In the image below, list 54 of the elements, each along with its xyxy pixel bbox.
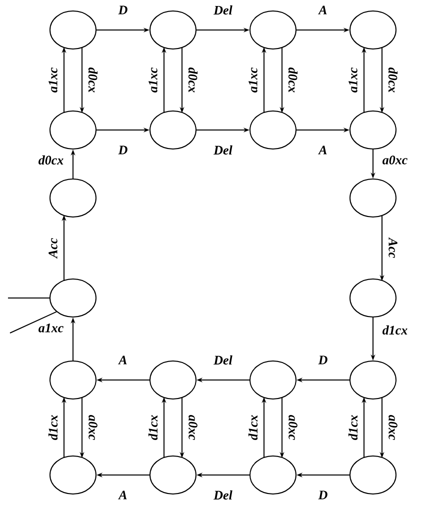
state-ellipse xyxy=(50,360,96,400)
edge-label: A xyxy=(318,6,327,14)
state-ellipse xyxy=(350,10,396,50)
state-ellipse xyxy=(250,360,296,400)
edge-label: a0xc xyxy=(288,415,298,440)
state-ellipse xyxy=(350,360,396,400)
edge-label: d0cx xyxy=(38,155,64,165)
edge-label: a1xc xyxy=(48,68,58,92)
edge-label: Acc xyxy=(48,238,58,259)
edge-label: a0xc xyxy=(88,415,98,440)
edge-label: d1cx xyxy=(48,415,58,440)
edge-label: Acc xyxy=(388,237,398,258)
edge-label: Del xyxy=(214,145,232,155)
edge-label: a0xc xyxy=(382,156,408,164)
edge-label: d1cx xyxy=(348,415,358,440)
edge-label: a1xc xyxy=(248,68,258,92)
edge-label: d1cx xyxy=(382,325,408,335)
state-ellipse xyxy=(150,10,196,50)
state-ellipse xyxy=(50,278,96,318)
edge-label: D xyxy=(118,146,128,154)
edge-label: a0xc xyxy=(388,415,398,440)
edge-label: D xyxy=(118,6,128,14)
edge-label: d0cx xyxy=(88,68,98,92)
state-ellipse xyxy=(250,456,296,494)
edge-label: a1xc xyxy=(38,324,64,332)
edge-label: D xyxy=(318,356,328,364)
edge-label: A xyxy=(118,356,127,364)
state-ellipse xyxy=(250,110,296,150)
state-ellipse xyxy=(350,110,396,150)
state-ellipse xyxy=(150,360,196,400)
state-ellipse xyxy=(250,10,296,50)
edge-label: a1xc xyxy=(148,68,158,92)
edge-label: a1xc xyxy=(348,68,358,92)
state-ellipse xyxy=(50,110,96,150)
state-ellipse xyxy=(50,10,96,50)
edge-label: Del xyxy=(214,355,232,365)
state-ellipse xyxy=(150,110,196,150)
state-ellipse xyxy=(350,456,396,494)
state-ellipse xyxy=(150,456,196,494)
edge-label: D xyxy=(318,490,328,500)
state-ellipse xyxy=(350,178,396,218)
edge-label: d1cx xyxy=(148,415,158,440)
edge-label: A xyxy=(118,490,127,500)
edge-label: d1cx xyxy=(248,415,258,440)
edge-label: d0cx xyxy=(188,68,198,92)
state-ellipse xyxy=(50,456,96,494)
state-ellipse xyxy=(50,178,96,218)
state-ellipse xyxy=(350,278,396,318)
edge-label: Del xyxy=(214,5,232,15)
edge-label: d0cx xyxy=(388,68,398,92)
edge-label: Del xyxy=(214,490,232,500)
edge-label: d0cx xyxy=(288,68,298,92)
edge-label: A xyxy=(318,146,327,154)
edge-label: a0xc xyxy=(188,415,198,440)
